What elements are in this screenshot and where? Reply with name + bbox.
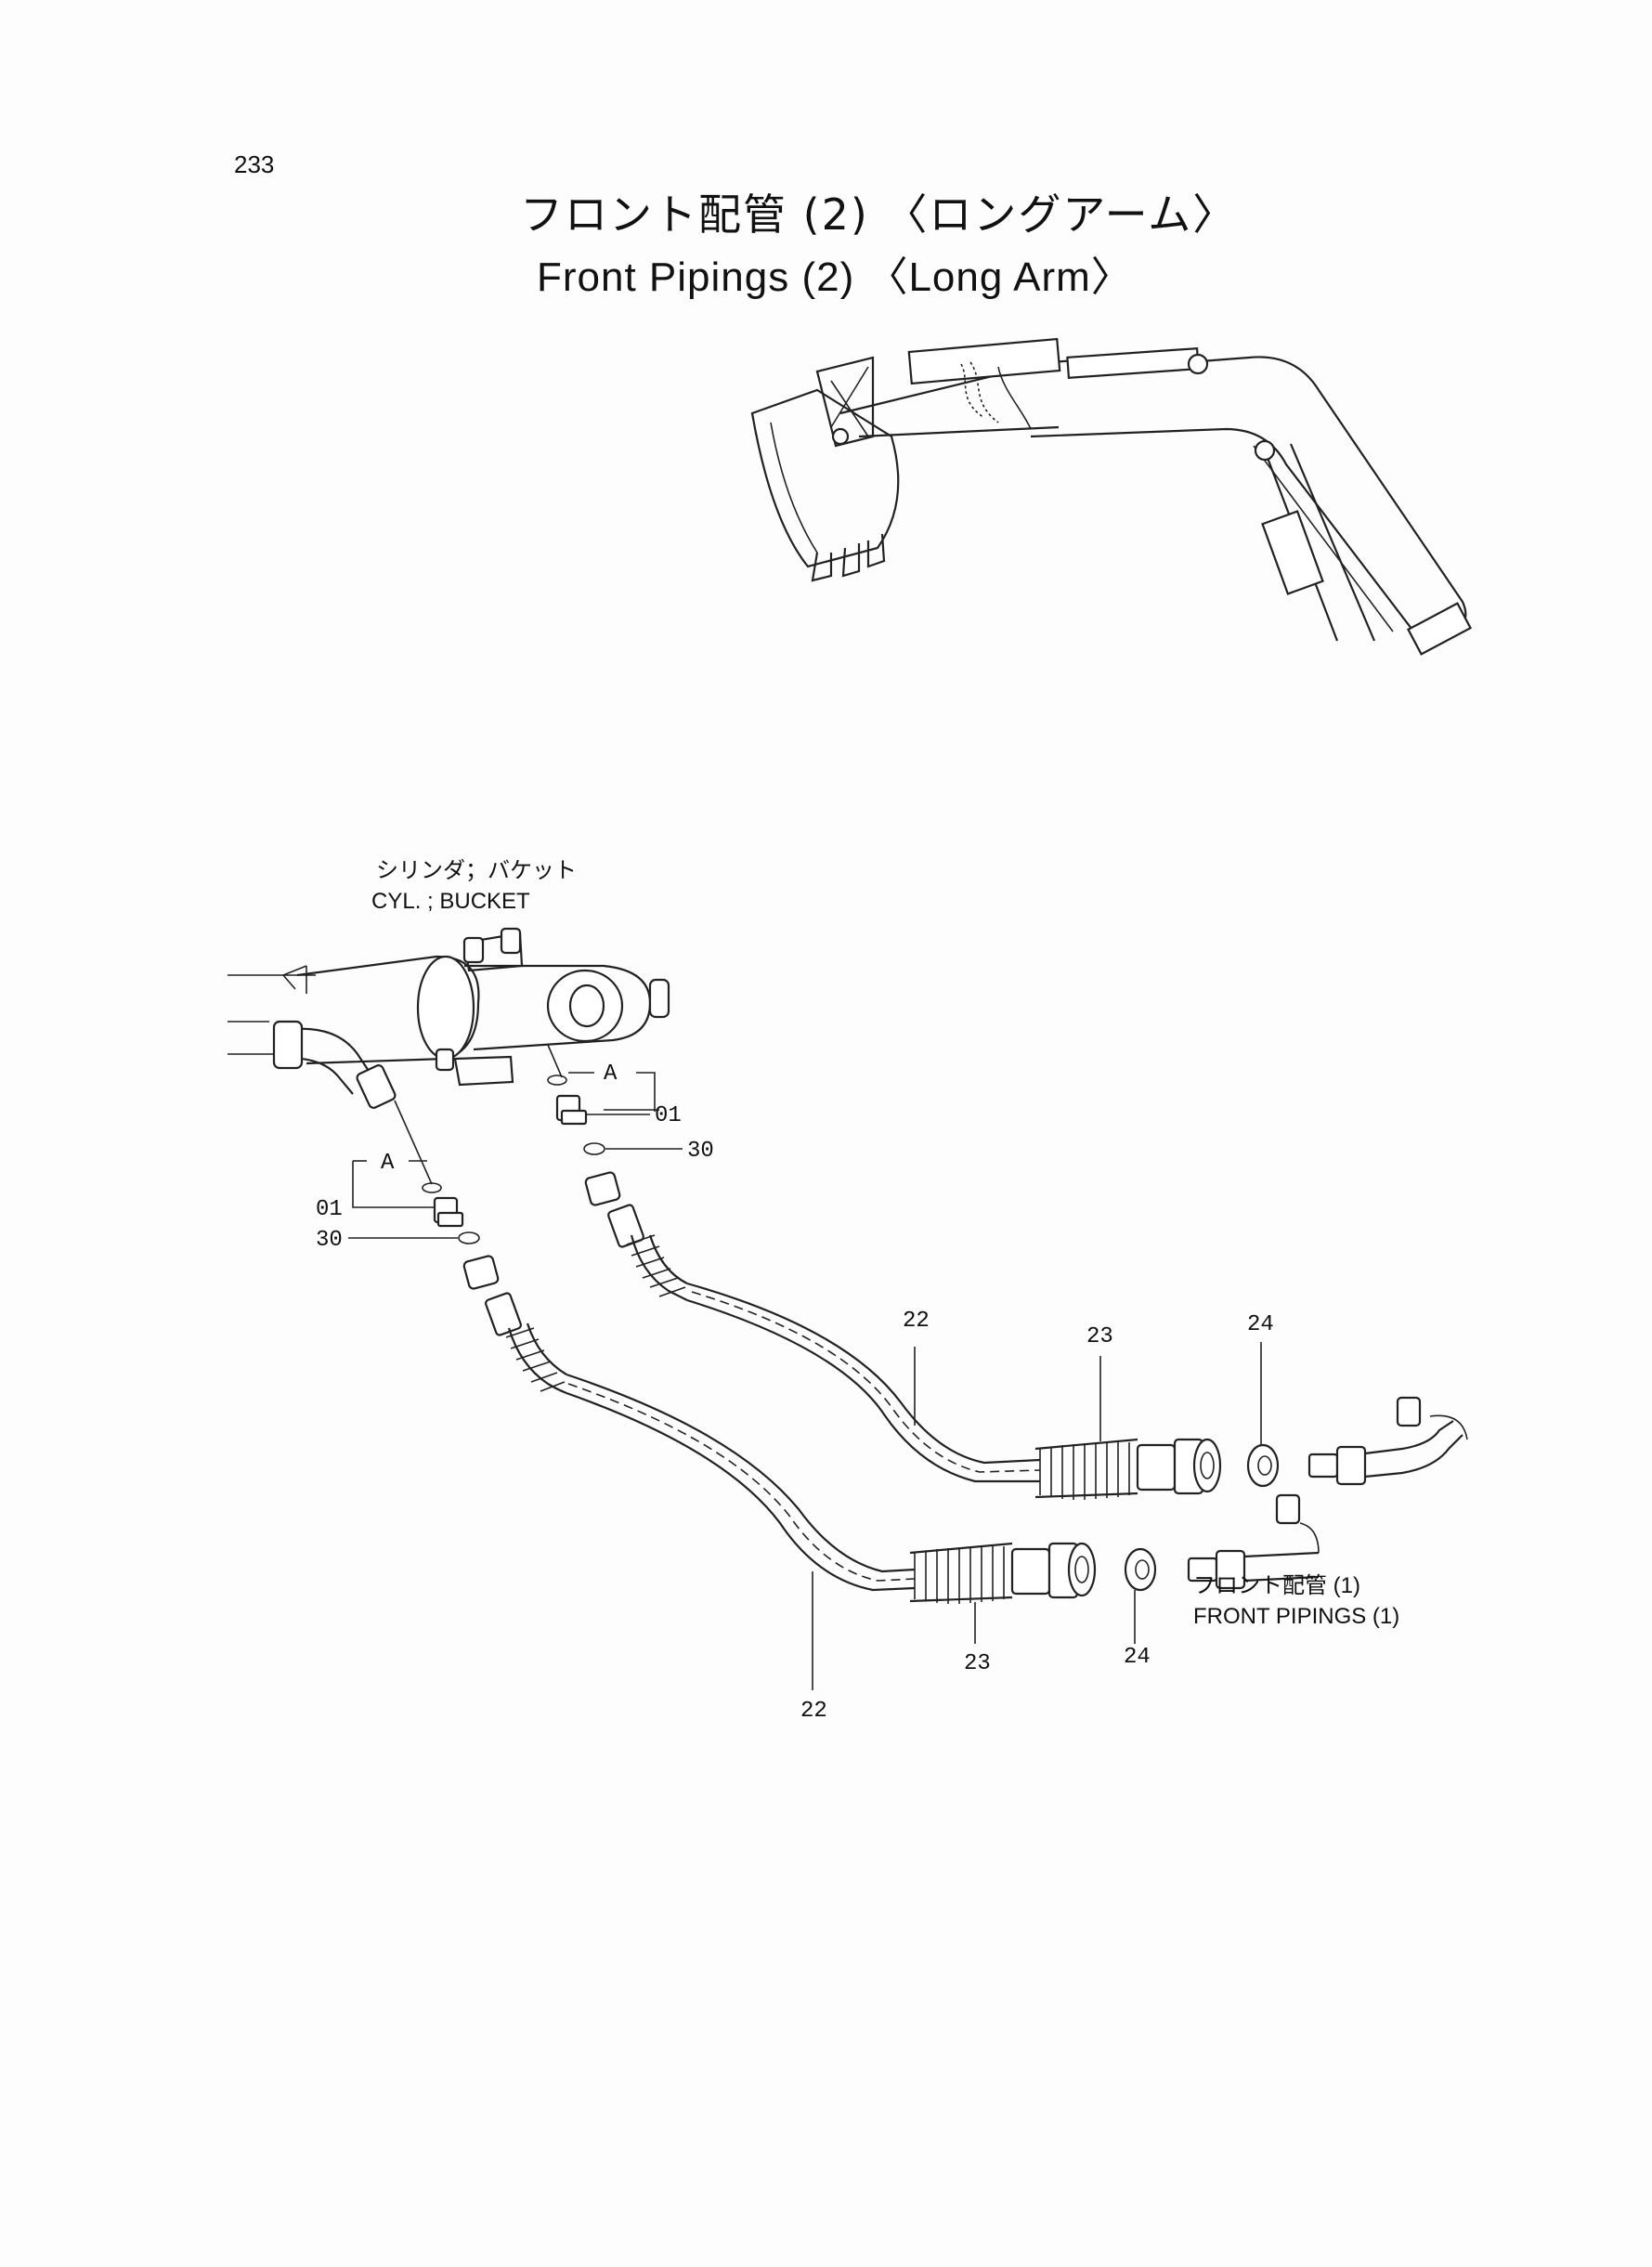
callout-part-23-upper: 23 bbox=[1086, 1324, 1113, 1349]
front-pipings-label-jp: フロント配管 (1) bbox=[1193, 1573, 1360, 1598]
callout-leaders bbox=[812, 1342, 1262, 1690]
excavator-overview-illustration bbox=[750, 337, 1473, 656]
front-pipings-label-en: FRONT PIPINGS (1) bbox=[1193, 1604, 1399, 1629]
title-japanese: フロント配管 (2) 〈ロングアーム〉 bbox=[520, 189, 1238, 240]
callout-part-30-upper: 30 bbox=[687, 1139, 714, 1164]
hose-22-lower bbox=[566, 1373, 1097, 1604]
callout-part-01-upper: 01 bbox=[655, 1103, 682, 1128]
hose-22-upper bbox=[686, 1282, 1222, 1500]
front-piping-connections bbox=[1124, 1396, 1468, 1592]
callout-part-23-lower: 23 bbox=[964, 1651, 991, 1676]
callout-part-24-upper: 24 bbox=[1247, 1312, 1274, 1337]
port-leader-right bbox=[547, 1044, 563, 1078]
upper-port-fittings bbox=[547, 1072, 688, 1301]
callout-detail-a-upper: A bbox=[604, 1062, 618, 1087]
callout-part-24-lower: 24 bbox=[1124, 1645, 1151, 1670]
callout-part-22-upper: 22 bbox=[903, 1309, 930, 1334]
callout-part-22-lower: 22 bbox=[800, 1699, 827, 1724]
title-english: Front Pipings (2) 〈Long Arm〉 bbox=[537, 254, 1133, 300]
callout-detail-a-lower: A bbox=[381, 1151, 395, 1176]
page-number: 233 bbox=[234, 150, 275, 178]
bucket-cylinder-assembly bbox=[228, 927, 670, 1109]
cylinder-label-en: CYL. ; BUCKET bbox=[371, 889, 530, 914]
callout-part-01-lower: 01 bbox=[316, 1197, 343, 1222]
port-leader-left bbox=[394, 1100, 433, 1185]
cylinder-label-jp: シリンダ；バケット bbox=[376, 858, 577, 883]
lower-port-fittings bbox=[348, 1160, 567, 1395]
callout-part-30-lower: 30 bbox=[316, 1228, 343, 1253]
